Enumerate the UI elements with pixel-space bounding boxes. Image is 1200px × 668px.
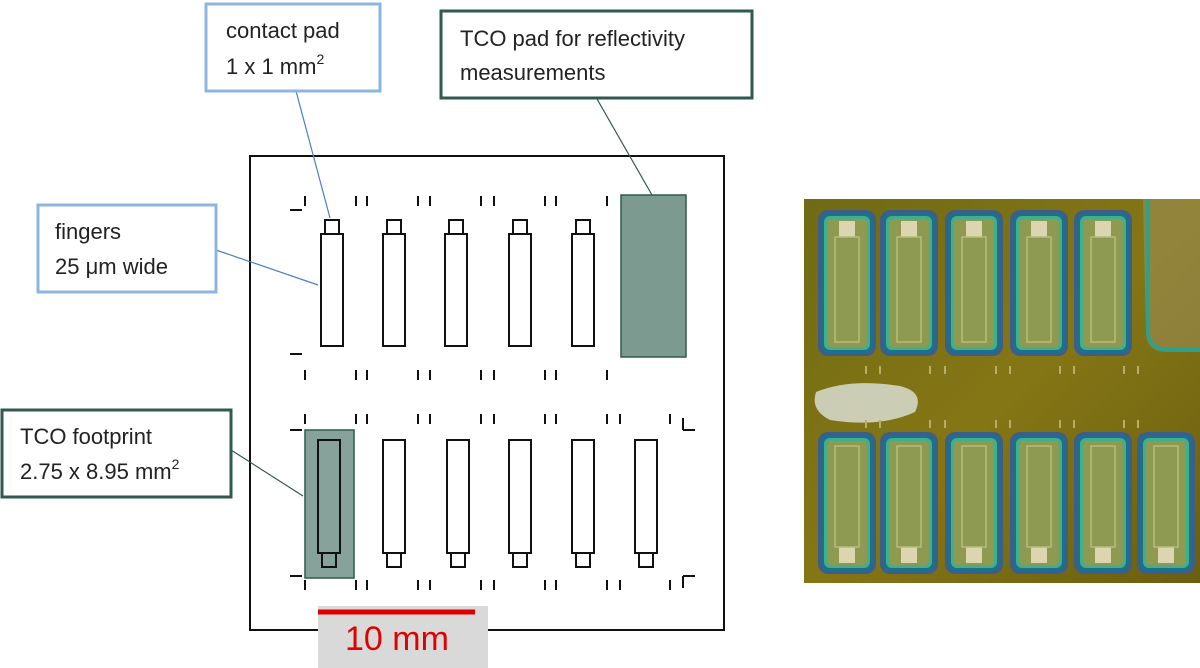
cell-finger (961, 445, 987, 548)
contact-pad-size-sup: 2 (316, 51, 324, 67)
cell-finger (834, 236, 860, 343)
finger (508, 439, 532, 554)
photo-cells (818, 210, 1195, 574)
alignment-marks (290, 196, 695, 590)
tco-pad-leader (596, 98, 653, 196)
cell-tco (954, 219, 994, 347)
tco-footprint-finger (317, 439, 341, 568)
photo-cell (818, 432, 876, 574)
cell-tco (1019, 219, 1059, 347)
tco-pad-title: TCO pad for reflectivity (460, 26, 685, 51)
finger (446, 439, 470, 554)
finger (320, 233, 344, 347)
photo-cell (1074, 210, 1132, 356)
scale-bar: 10 mm (318, 606, 488, 668)
photo-cell (818, 210, 876, 356)
cell-contact-pad (1158, 547, 1174, 563)
photo-cell (880, 210, 938, 356)
photo-cell (1137, 432, 1195, 574)
tco-footprint-leader (230, 449, 304, 497)
finger (571, 439, 595, 554)
fingers-title: fingers (55, 219, 121, 244)
cell-finger (1090, 445, 1116, 548)
contact-pad (575, 552, 591, 568)
photo-cell (1010, 432, 1068, 574)
contact-pad (450, 552, 466, 568)
cell-finger (1026, 236, 1052, 343)
cell-tco (889, 219, 929, 347)
cell-tco (1083, 219, 1123, 347)
scale-bar-label: 10 mm (345, 620, 449, 658)
fingers-callout: fingers 25 μm wide (36, 203, 218, 294)
photo-cell (1010, 210, 1068, 356)
cell-contact-pad (1095, 221, 1111, 237)
contact-pad (386, 552, 402, 568)
contact-pad (575, 219, 591, 235)
tco-reflectivity-pad (620, 194, 687, 358)
contact-pad-title: contact pad (226, 18, 340, 43)
cell-contact-pad (901, 221, 917, 237)
contact-pad-size: 1 x 1 mm (226, 54, 316, 79)
contact-pad (386, 219, 402, 235)
tco-footprint-size: 2.75 x 8.95 mm (20, 459, 172, 484)
cell-tco (1146, 441, 1186, 565)
cell-contact-pad (901, 547, 917, 563)
cell-contact-pad (966, 547, 982, 563)
photo-cell (945, 432, 1003, 574)
cell-contact-pad (839, 547, 855, 563)
contact-pad (512, 552, 528, 568)
tco-footprint-size-sup: 2 (172, 456, 180, 472)
cell-contact-pad (1031, 547, 1047, 563)
contact-pad (324, 219, 340, 235)
contact-pad-callout: contact pad 1 x 1 mm2 (204, 2, 382, 93)
cell-contact-pad (839, 221, 855, 237)
svg-text:2.75 x 8.95 mm2: 2.75 x 8.95 mm2 (20, 456, 180, 484)
finger (571, 233, 595, 347)
tco-footprint-callout: TCO footprint 2.75 x 8.95 mm2 (0, 408, 233, 499)
device-photo (804, 199, 1200, 583)
cell-contact-pad (1031, 221, 1047, 237)
fingers-leader (215, 249, 319, 286)
contact-pad (448, 219, 464, 235)
tco-pad-callout: TCO pad for reflectivity measurements (439, 9, 754, 100)
svg-text:1 x 1 mm2: 1 x 1 mm2 (226, 51, 324, 79)
finger (382, 439, 406, 554)
photo-cell (945, 210, 1003, 356)
cell-contact-pad (966, 221, 982, 237)
fingers-width: 25 μm wide (55, 254, 168, 279)
finger (508, 233, 532, 347)
cell-tco (954, 441, 994, 565)
cell-finger (834, 445, 860, 548)
cell-finger (896, 445, 922, 548)
cell-finger (896, 236, 922, 343)
contact-pad-leader (295, 90, 331, 219)
finger (634, 439, 658, 554)
cell-tco (1019, 441, 1059, 565)
photo-cell (1074, 432, 1132, 574)
contact-pad (512, 219, 528, 235)
cell-finger (1026, 445, 1052, 548)
photo-cell (880, 432, 938, 574)
cell-tco (827, 219, 867, 347)
finger (444, 233, 468, 347)
finger (382, 233, 406, 347)
cell-finger (1153, 445, 1179, 548)
tco-footprint-title: TCO footprint (20, 424, 152, 449)
cell-tco (827, 441, 867, 565)
contact-pad (638, 552, 654, 568)
tco-footprint-area (304, 429, 355, 579)
cell-tco (889, 441, 929, 565)
tco-pad-subtitle: measurements (460, 60, 606, 85)
cell-finger (961, 236, 987, 343)
top-finger-row (320, 219, 595, 347)
photo-alignment-marks (865, 366, 1139, 428)
bottom-finger-row (382, 439, 658, 568)
cell-contact-pad (1095, 547, 1111, 563)
cell-tco (1083, 441, 1123, 565)
cell-finger (1090, 236, 1116, 343)
